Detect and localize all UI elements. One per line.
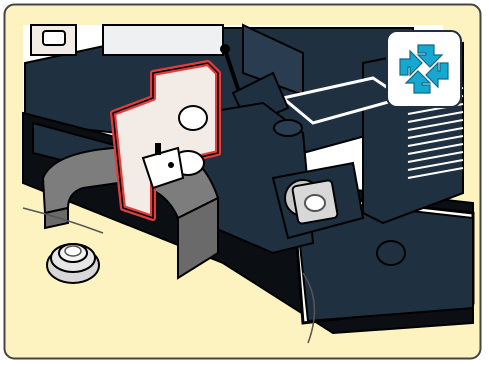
loose-round-piece	[47, 244, 99, 283]
bumper-knob	[377, 241, 405, 265]
rotate-arrows-icon	[386, 30, 462, 108]
stud	[274, 120, 302, 136]
